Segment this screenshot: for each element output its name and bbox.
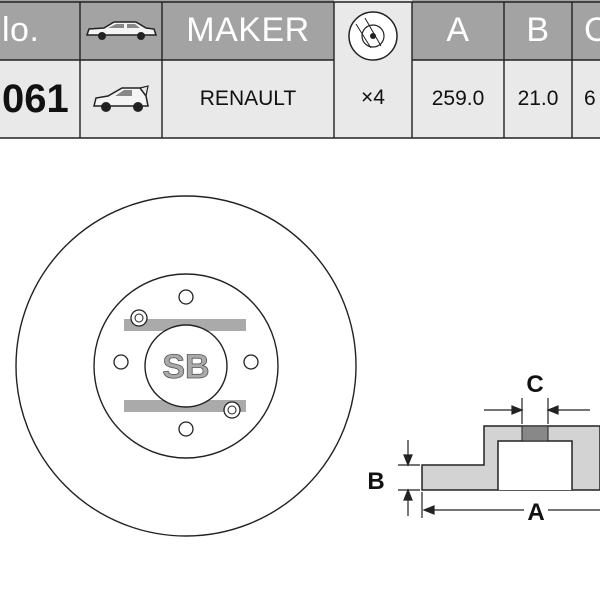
col-a-header-label: A: [446, 10, 470, 49]
car-front-icon: [93, 85, 149, 112]
quantity-value: ×4: [361, 86, 385, 109]
row-col-a: 259.0: [412, 60, 504, 138]
header-col-c: C: [572, 0, 600, 60]
locating-pin: [223, 401, 241, 419]
bolt-hole: [178, 421, 194, 437]
bolt-hole: [243, 354, 259, 370]
brake-disc-icon: [348, 11, 398, 61]
dimension-b: [398, 440, 420, 516]
locating-pin: [130, 309, 148, 327]
row-car: [80, 60, 162, 138]
col-c-header-label: C: [584, 10, 600, 49]
dimension-a: [421, 492, 600, 518]
spec-table: lo. MAKER ×4 A B C 061: [0, 0, 600, 140]
dimension-c: [484, 398, 590, 424]
header-col-b: B: [504, 0, 572, 60]
col-b-value: 21.0: [517, 87, 559, 110]
disc-front-view: SB: [15, 195, 357, 537]
col-c-value: 6: [584, 87, 596, 110]
header-col-a: A: [412, 0, 504, 60]
header-maker: MAKER: [162, 0, 334, 60]
label-b: B: [367, 468, 384, 495]
part-number-label: lo.: [2, 10, 40, 49]
maker-value: RENAULT: [199, 87, 297, 110]
brake-disc-drawing: SB C B: [15, 195, 600, 537]
part-number-value: 061: [2, 76, 69, 121]
maker-header-label: MAKER: [186, 10, 310, 49]
quantity-column: ×4: [334, 0, 412, 138]
label-c: C: [526, 371, 543, 398]
bolt-hole: [113, 354, 129, 370]
row-col-b: 21.0: [504, 60, 572, 138]
car-side-icon: [85, 21, 158, 40]
bolt-hole: [178, 289, 194, 305]
row-part-number: 061: [0, 60, 80, 138]
header-part-number: lo.: [0, 0, 80, 60]
disc-cross-section: [421, 425, 600, 491]
label-a: A: [527, 499, 544, 526]
col-b-header-label: B: [526, 10, 550, 49]
label-a-bg: [524, 499, 548, 523]
col-a-value: 259.0: [431, 87, 485, 110]
sb-logo: SB: [162, 348, 209, 386]
header-car: [80, 0, 162, 60]
row-col-c: 6: [572, 60, 600, 138]
row-maker: RENAULT: [162, 60, 334, 138]
